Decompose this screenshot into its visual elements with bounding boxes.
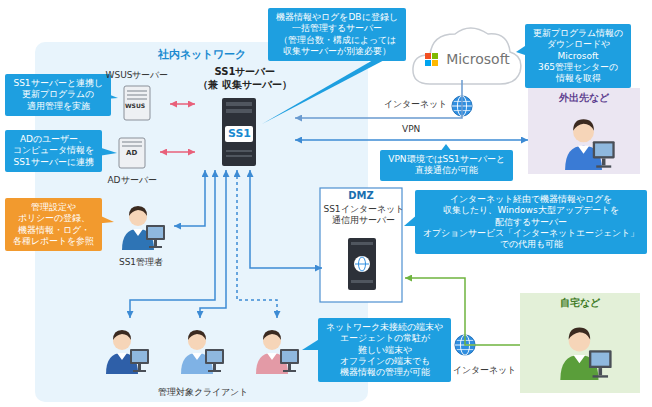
wsus-server-icon — [124, 86, 150, 120]
edge-label: VPN — [402, 124, 420, 135]
callout-text: ネットワーク未接続の端末や エージェントの常駐が 難しい端末や オフラインの端末… — [325, 322, 444, 378]
person-icon — [565, 119, 615, 170]
connector — [160, 151, 195, 153]
callout-box: VPN環境ではSS1サーバーと 直接通信が可能 — [380, 150, 513, 181]
cloud-icon — [425, 60, 431, 66]
cloud-icon — [413, 28, 521, 84]
connector — [237, 170, 277, 318]
node-label: 外出先など — [559, 92, 609, 105]
ss1-server-icon — [226, 150, 252, 152]
callout-text: ADのユーザー、 コンピュータ情報を SS1サーバーに連携 — [12, 134, 95, 168]
cloud-icon — [413, 28, 521, 84]
ss1-server-icon — [226, 109, 252, 113]
node-label: 社内ネットワーク — [158, 48, 246, 62]
connector — [250, 170, 322, 268]
person-icon — [106, 330, 149, 374]
home-zone: 自宅など — [520, 293, 640, 393]
callout-box: 管理設定や ポリシーの登録、 機器情報・ログ・ 各種レポートを参照 — [5, 198, 102, 251]
connector — [295, 80, 462, 118]
callout-box: SS1サーバーと連携し 更新プログラムの 適用管理を実施 — [5, 74, 111, 116]
callout-text: インターネット経由で機器情報やログを 収集したり、Windows大型アップデート… — [422, 194, 640, 250]
icon-text: AD — [126, 149, 137, 157]
server-node: ADサーバー — [104, 136, 160, 186]
node-label: SS1管理者 — [119, 257, 163, 268]
connector — [200, 170, 226, 318]
node-label: WSUSサーバー — [106, 70, 169, 81]
node-label: Microsoft — [446, 51, 510, 69]
connector — [174, 170, 205, 226]
node-label: （兼 収集サーバー） — [198, 79, 291, 92]
connector — [170, 103, 195, 105]
callout-box: ADのユーザー、 コンピュータ情報を SS1サーバーに連携 — [5, 130, 102, 172]
dmz-server-icon — [354, 256, 370, 272]
callout-text: SS1サーバーと連携し 更新プログラムの 適用管理を実施 — [12, 78, 104, 112]
cloud-icon — [432, 60, 438, 66]
callout-box: 機器情報やログをDBに登録し 一括管理するサーバー （管理台数・構成によっては … — [268, 8, 406, 61]
icon-text: SS1 — [228, 127, 251, 140]
connector — [295, 139, 528, 141]
server-node: SS1サーバー（兼 収集サーバー） — [195, 66, 295, 170]
callout-text: 機器情報やログをDBに登録し 一括管理するサーバー （管理台数・構成によっては … — [275, 12, 399, 57]
ss1-server-icon — [225, 126, 253, 142]
callout-text: 更新プログラム情報の ダウンロードや Microsoft 365管理センターの … — [532, 28, 624, 84]
server-node: WSUSサーバー — [104, 70, 170, 122]
cloud-service: Microsoft — [422, 40, 514, 80]
dmz-server-icon — [348, 238, 376, 290]
ss1-server-icon — [226, 102, 252, 106]
ss1-server-icon — [222, 98, 256, 166]
icon-text: WSUS — [125, 102, 145, 109]
wsus-server-icon — [124, 86, 150, 120]
cloud-icon — [425, 53, 431, 59]
person-icon — [256, 330, 299, 374]
client-group: 管理対象クライアント — [95, 318, 310, 400]
ss1-server-icon — [222, 98, 256, 166]
node-label: 自宅など — [560, 297, 600, 310]
dmz-server-icon — [351, 242, 373, 245]
callout-text: 管理設定や ポリシーの登録、 機器情報・ログ・ 各種レポートを参照 — [12, 202, 95, 247]
callout-box: インターネット経由で機器情報やログを 収集したり、Windows大型アップデート… — [415, 190, 647, 254]
node-label: DMZ — [348, 190, 374, 203]
callout-box: ネットワーク未接続の端末や エージェントの常駐が 難しい端末や オフラインの端末… — [318, 318, 451, 382]
cloud-icon — [432, 53, 438, 59]
zone-fill — [35, 42, 640, 402]
person-icon — [181, 330, 224, 374]
zone-fill — [520, 293, 640, 393]
callout-text: VPN環境ではSS1サーバーと 直接通信が可能 — [387, 154, 506, 177]
callout-box: 更新プログラム情報の ダウンロードや Microsoft 365管理センターの … — [525, 24, 631, 88]
ad-server-icon — [119, 138, 145, 168]
node-label: SS1サーバー — [215, 66, 276, 79]
person-icon — [122, 206, 165, 250]
admin-node: SS1管理者 — [108, 198, 174, 268]
node-label: 管理対象クライアント — [158, 387, 248, 398]
person-icon — [560, 328, 611, 380]
connector — [130, 170, 215, 318]
dmz-zone: DMZSS1インターネット 通信用サーバー — [320, 188, 402, 302]
dmz-server-icon — [351, 280, 373, 283]
dmz-server-icon — [348, 238, 376, 290]
zone-fill — [528, 88, 640, 174]
callout-tail — [262, 56, 392, 124]
node-label: SS1インターネット 通信用サーバー — [322, 204, 405, 227]
remote-zone: 外出先など — [528, 88, 640, 174]
ad-server-icon — [119, 138, 145, 168]
ss1-server-icon — [226, 155, 252, 157]
network-label: インターネット — [384, 99, 447, 110]
server-node: SS1インターネット 通信用サーバー — [322, 204, 405, 298]
wsus-server-icon — [127, 91, 147, 99]
network-label: インターネット — [453, 365, 516, 376]
node-label: ADサーバー — [107, 175, 156, 186]
dmz-server-icon — [355, 264, 369, 265]
ad-server-icon — [122, 142, 142, 146]
